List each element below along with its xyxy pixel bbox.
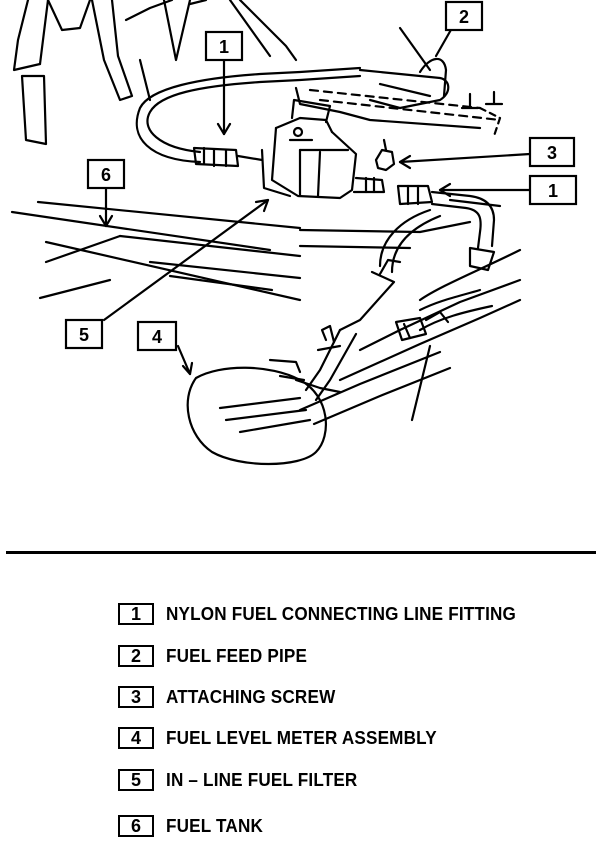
legend-item-4: 4 FUEL LEVEL METER ASSEMBLY — [118, 726, 451, 750]
fuel-lines-to-tank — [268, 208, 522, 426]
leader-lines — [98, 26, 532, 376]
fuel-system-diagram: 1 2 3 1 6 5 4 — [10, 0, 578, 466]
legend-item-5: 5 IN – LINE FUEL FILTER — [118, 768, 368, 792]
legend-label: FUEL FEED PIPE — [166, 645, 308, 666]
callout-1-right: 1 — [528, 174, 578, 206]
callout-6: 6 — [86, 158, 126, 190]
callout-6-label: 6 — [101, 165, 111, 185]
frame-rail — [10, 200, 302, 302]
legend-number-box: 2 — [118, 645, 154, 667]
attaching-screw — [374, 138, 396, 172]
legend-item-6: 6 FUEL TANK — [118, 814, 268, 838]
legend-label: FUEL LEVEL METER ASSEMBLY — [166, 727, 437, 748]
right-line-fitting — [396, 184, 502, 272]
callout-3-label: 3 — [547, 143, 557, 163]
callout-5: 5 — [64, 318, 104, 350]
underbody-structure — [12, 0, 298, 146]
legend-label: ATTACHING SCREW — [166, 686, 336, 707]
legend-item-1: 1 NYLON FUEL CONNECTING LINE FITTING — [118, 602, 534, 626]
legend-number-box: 1 — [118, 603, 154, 625]
mounting-bracket — [294, 86, 504, 138]
callout-1-right-label: 1 — [548, 181, 558, 201]
callout-2-label: 2 — [459, 7, 469, 27]
callout-4: 4 — [136, 320, 178, 352]
legend-item-3: 3 ATTACHING SCREW — [118, 685, 344, 709]
legend-number-box: 4 — [118, 727, 154, 749]
callout-2: 2 — [444, 0, 484, 32]
callout-5-label: 5 — [79, 325, 89, 345]
callout-1-top-label: 1 — [219, 37, 229, 57]
fuel-level-meter-assembly — [186, 366, 328, 466]
callout-boxes: 1 2 3 1 6 5 4 — [64, 0, 578, 352]
legend-number-box: 5 — [118, 769, 154, 791]
callout-3: 3 — [528, 136, 576, 168]
left-line-fitting — [192, 146, 264, 168]
legend-label: FUEL TANK — [166, 815, 264, 836]
fuel-feed-pipe — [135, 26, 450, 164]
callout-1-top: 1 — [204, 30, 244, 62]
inline-fuel-filter — [260, 98, 386, 200]
legend-number-box: 3 — [118, 686, 154, 708]
divider-rule — [6, 551, 596, 554]
legend-item-2: 2 FUEL FEED PIPE — [118, 644, 315, 668]
callout-4-label: 4 — [152, 327, 162, 347]
legend-label: IN – LINE FUEL FILTER — [166, 769, 358, 790]
legend-label: NYLON FUEL CONNECTING LINE FITTING — [166, 603, 517, 624]
legend-number-box: 6 — [118, 815, 154, 837]
